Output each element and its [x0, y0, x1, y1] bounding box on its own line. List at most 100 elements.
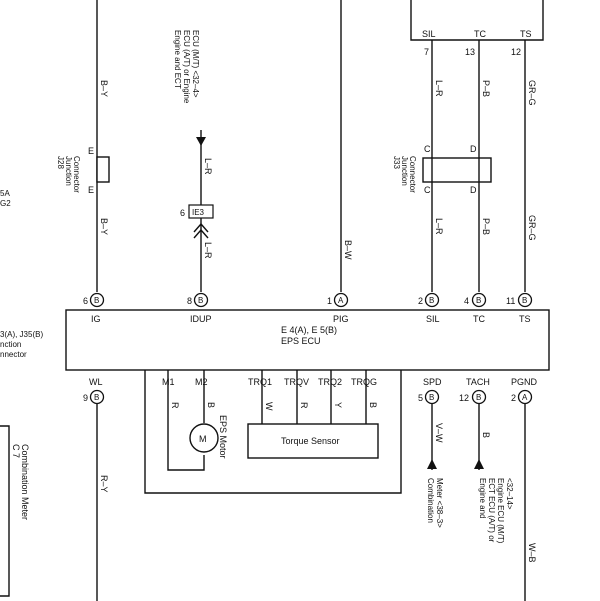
top-pin-number: 12: [511, 47, 521, 57]
terminal-name: SIL: [426, 314, 440, 324]
terminal-conn: B: [94, 296, 99, 305]
terminal-name: IG: [91, 314, 101, 324]
terminal-name: TRQG: [351, 377, 377, 387]
spd-destination: Combination Meter <38–3>: [426, 459, 444, 528]
motor-label: EPS Motor: [218, 415, 228, 459]
wire-color: W: [264, 402, 274, 411]
arrow-up-icon: [427, 459, 437, 469]
top-pin-name: SIL: [422, 29, 436, 39]
j33-label: Junction: [400, 156, 409, 186]
terminal-name: SPD: [423, 377, 442, 387]
wire-color: L–R: [434, 80, 444, 97]
wire-color: L–R: [203, 158, 213, 175]
destination-line: Meter <38–3>: [435, 478, 444, 528]
terminal-pin: 2: [511, 393, 516, 403]
motor-icon: [189, 423, 219, 453]
wire-color: P–B: [481, 218, 491, 235]
j28-label: Junction: [64, 156, 73, 186]
wire-color: L–R: [203, 242, 213, 259]
eps-motor: M EPS Motor: [189, 415, 228, 459]
ie3-pin: 6: [180, 208, 185, 218]
terminal-pin: 1: [327, 296, 332, 306]
j33-pin: D: [470, 144, 477, 154]
motor-symbol: M: [199, 434, 207, 444]
wire-color: V–W: [434, 423, 444, 443]
ecu-bottom-terminals: B 9 B 5 B 12 A 2: [83, 389, 533, 405]
partial-label: G2: [0, 199, 11, 208]
terminal-pin: 9: [83, 393, 88, 403]
connector-chevron-icon: [193, 222, 209, 239]
arrow-down-icon: [196, 137, 206, 146]
terminal-pin: 12: [459, 393, 469, 403]
terminal-name: PGND: [511, 377, 538, 387]
j28-junction-connector: E E J28 Junction Connector: [56, 146, 110, 195]
terminal-name: WL: [89, 377, 103, 387]
wire-color: R: [299, 402, 309, 409]
j28-pin: E: [88, 185, 94, 195]
destination-line: ECU (A/T) or Engine: [182, 30, 191, 104]
terminal-name: TRQ1: [248, 377, 272, 387]
ecu-top-terminals: B 6 IG B 8 IDUP A 1 PIG B 2 SIL B 4 TC B…: [83, 292, 533, 324]
destination-line: Engine ECU (M/T): [496, 478, 505, 544]
terminal-name: IDUP: [190, 314, 212, 324]
lower-wire-color-labels: R–Y R B W R Y B V–W B W–B: [99, 402, 537, 563]
partial-label: nction: [0, 340, 21, 349]
combination-meter-id: C 7: [11, 444, 21, 458]
j28-id: J28: [56, 156, 65, 169]
terminal-name: TC: [473, 314, 485, 324]
terminal-conn: B: [476, 393, 481, 402]
terminal-conn: B: [198, 296, 203, 305]
terminal-conn: B: [94, 393, 99, 402]
wire-color: B: [368, 402, 378, 408]
ie3-label: IE3: [192, 208, 205, 217]
destination-line: ECT ECU (A/T) or: [487, 478, 496, 543]
wire-color: B: [206, 402, 216, 408]
destination-line: <32–14>: [505, 478, 514, 510]
partial-label: 3(A), J35(B): [0, 330, 43, 339]
wire-color: GR–G: [527, 215, 537, 241]
destination-line: Engine and: [478, 478, 487, 518]
terminal-pin: 6: [83, 296, 88, 306]
upper-wires: [96, 0, 526, 292]
wire-color: B–Y: [99, 218, 109, 235]
top-pin-number: 7: [424, 47, 429, 57]
j28-pin: E: [88, 146, 94, 156]
ie3-connector: 6 IE3: [180, 204, 214, 239]
j33-junction-connector: C D C D J33 Junction Connector: [392, 144, 492, 195]
j33-pin: C: [424, 144, 431, 154]
terminal-name: TRQ2: [318, 377, 342, 387]
torque-sensor-label: Torque Sensor: [281, 436, 340, 446]
wire-color: B–W: [343, 240, 353, 260]
terminal-conn: B: [429, 393, 434, 402]
terminal-name: TACH: [466, 377, 490, 387]
terminal-conn: B: [476, 296, 481, 305]
combination-meter-label: Combination Meter: [20, 444, 30, 520]
terminal-conn: A: [338, 296, 344, 305]
wire-color-labels: B–Y B–Y L–R L–R B–W L–R L–R P–B P–B GR–G…: [99, 80, 537, 260]
wire-color: GR–G: [527, 80, 537, 106]
wire-color: P–B: [481, 80, 491, 97]
wire-color: R–Y: [99, 475, 109, 493]
eps-ecu: E 4(A), E 5(B) EPS ECU: [65, 309, 550, 371]
wire-color: Y: [333, 402, 343, 408]
wire-color: B: [481, 432, 491, 438]
terminal-conn: B: [522, 296, 527, 305]
left-edge-partial-labels: 5A G2 3(A), J35(B) nction nnector: [0, 189, 43, 359]
top-pin-name: TS: [520, 29, 532, 39]
torque-sensor: Torque Sensor: [247, 423, 379, 459]
terminal-pin: 11: [506, 296, 515, 306]
wire-color: L–R: [434, 218, 444, 235]
terminal-pin: 2: [418, 296, 423, 306]
ecu-bottom-terminal-names: WL M1 M2 TRQ1 TRQV TRQ2 TRQG SPD TACH PG…: [89, 377, 538, 387]
terminal-name: PIG: [333, 314, 349, 324]
wire-color: R: [170, 402, 180, 409]
wire-color: W–B: [527, 543, 537, 563]
terminal-pin: 4: [464, 296, 469, 306]
arrow-up-icon: [474, 459, 484, 469]
j33-pin: C: [424, 185, 431, 195]
destination-line: Engine and ECT: [173, 30, 182, 89]
terminal-pin: 8: [187, 296, 192, 306]
terminal-pin: 5: [418, 393, 423, 403]
lower-wires: [96, 370, 526, 601]
j33-label: Connector: [408, 156, 417, 193]
